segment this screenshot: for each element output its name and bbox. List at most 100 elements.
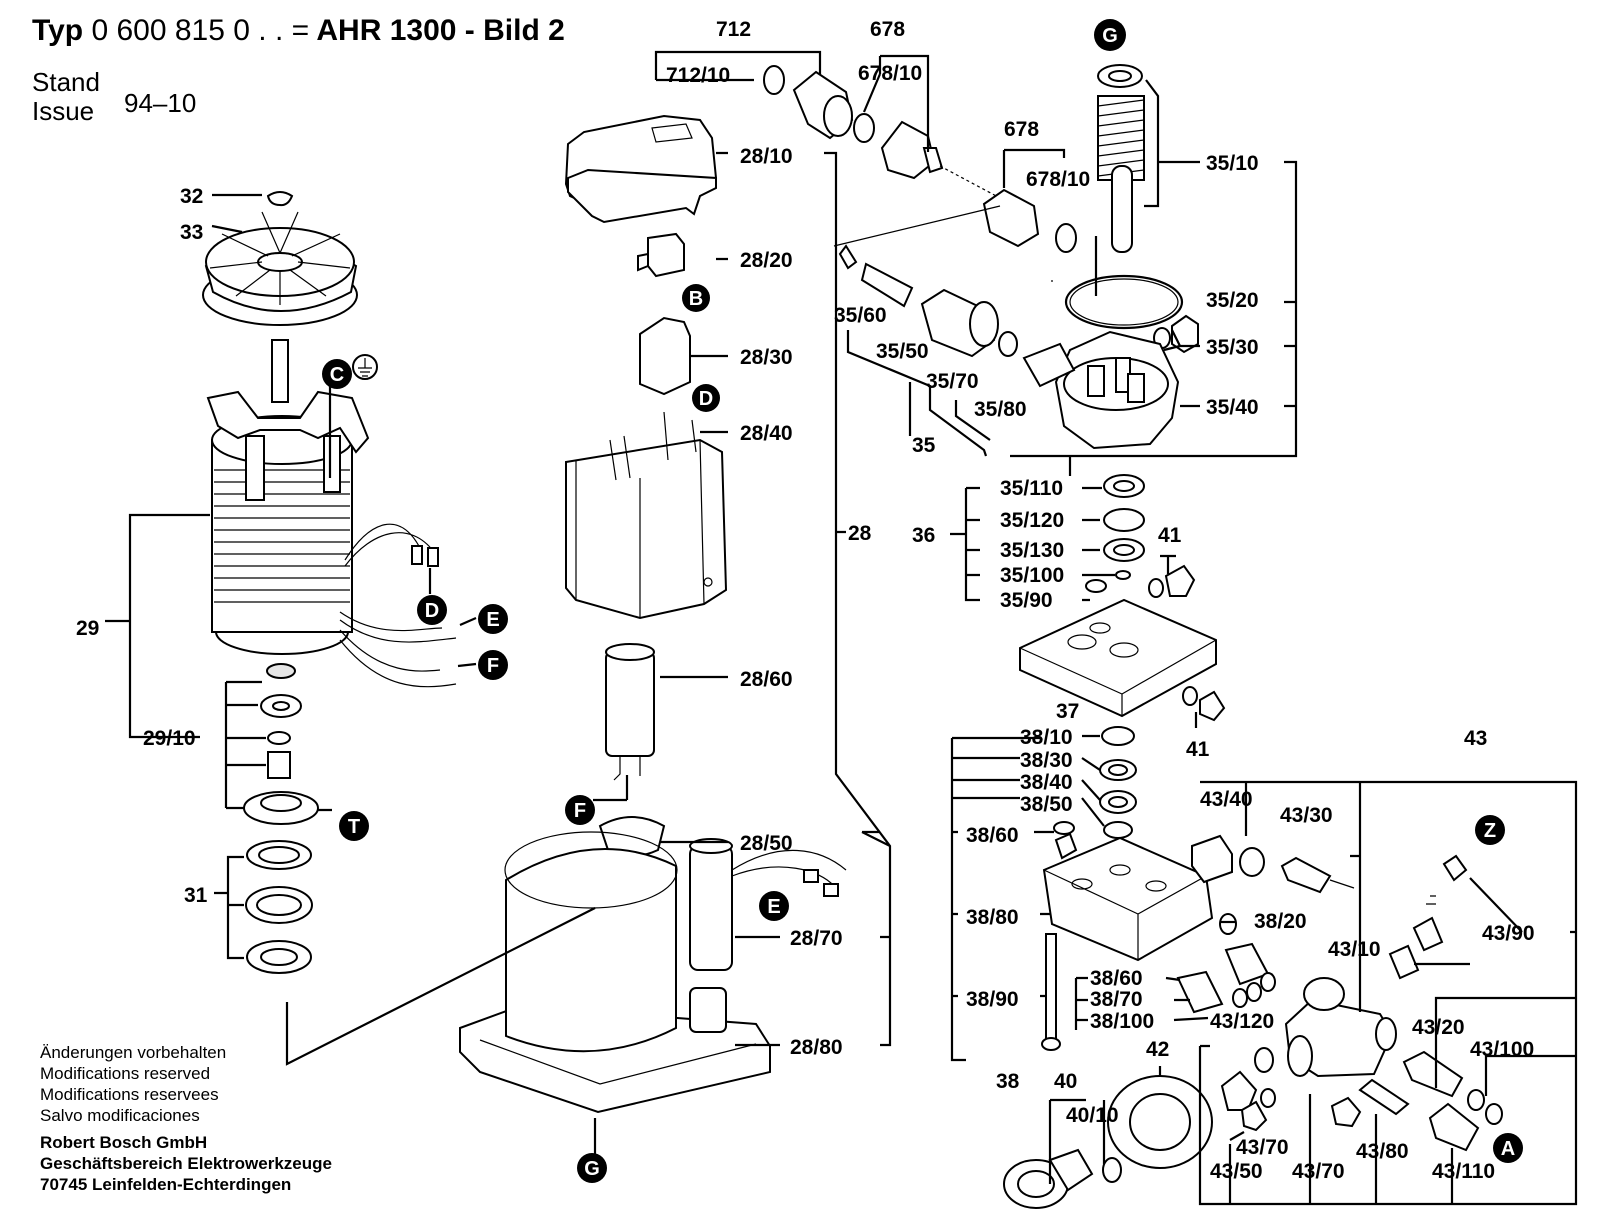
pump-body-drawing (950, 726, 1578, 1209)
label-38-90: 38/90 (966, 988, 1019, 1011)
label-36: 36 (912, 524, 935, 547)
svg-text:F: F (574, 800, 586, 822)
label-31: 31 (184, 884, 208, 907)
label-43-100: 43/100 (1470, 1038, 1534, 1061)
marker-t: T (339, 811, 369, 841)
svg-text:Z: Z (1484, 820, 1496, 842)
svg-text:T: T (348, 816, 360, 838)
label-678-10: 678/10 (1026, 168, 1090, 191)
part-labels: 32 33 29 29/10 31 712 712/10 678 678/10 … (76, 18, 1535, 1183)
label-35: 35 (912, 434, 936, 457)
issue-label: Issue (32, 96, 95, 126)
label-38-60-top: 38/60 (966, 824, 1019, 847)
label-35-100: 35/100 (1000, 564, 1064, 587)
label-29: 29 (76, 617, 99, 640)
label-43-10: 43/10 (1328, 938, 1381, 961)
marker-a: A (1493, 1133, 1523, 1163)
note-line: Modifications reservees (40, 1085, 219, 1104)
label-28-70: 28/70 (790, 927, 843, 950)
marker-g-top: G (1094, 19, 1126, 51)
issue-value: 94–10 (124, 88, 197, 118)
label-43-70-right: 43/70 (1292, 1160, 1345, 1183)
marker-c: C (322, 359, 352, 389)
label-43-50: 43/50 (1210, 1160, 1263, 1183)
svg-text:D: D (425, 600, 439, 622)
label-678-10-top: 678/10 (858, 62, 922, 85)
label-35-110: 35/110 (1000, 477, 1063, 500)
label-28-60: 28/60 (740, 668, 793, 691)
company-address: Robert Bosch GmbH Geschäftsbereich Elekt… (40, 1132, 332, 1195)
marker-d-motor: D (417, 595, 447, 625)
label-40: 40 (1054, 1070, 1077, 1093)
company-division: Geschäftsbereich Elektrowerkzeuge (40, 1154, 332, 1173)
label-35-40: 35/40 (1206, 396, 1259, 419)
label-38-60: 38/60 (1090, 967, 1143, 990)
modification-notes: Änderungen vorbehalten Modifications res… (40, 1042, 226, 1126)
label-43: 43 (1464, 727, 1487, 750)
label-38-80: 38/80 (966, 906, 1019, 929)
company-city: 70745 Leinfelden-Echterdingen (40, 1175, 292, 1194)
label-712-10: 712/10 (666, 64, 730, 87)
svg-text:E: E (486, 609, 499, 631)
motor-assembly-drawing (105, 191, 477, 974)
label-28: 28 (848, 522, 872, 545)
marker-e-electrics: E (759, 891, 789, 921)
label-35-20: 35/20 (1206, 289, 1259, 312)
svg-text:C: C (330, 364, 344, 386)
typ-number: 0 600 815 0 . . = (91, 14, 310, 47)
label-38-20: 38/20 (1254, 910, 1307, 933)
svg-text:A: A (1501, 1138, 1515, 1160)
stand-label: Stand (32, 67, 100, 97)
label-28-30: 28/30 (740, 346, 793, 369)
label-29-10: 29/10 (143, 727, 196, 750)
label-35-80: 35/80 (974, 398, 1027, 421)
note-line: Salvo modificaciones (40, 1106, 200, 1125)
label-43-120: 43/120 (1210, 1010, 1274, 1033)
label-43-110: 43/110 (1432, 1160, 1495, 1183)
label-38-30: 38/30 (1020, 749, 1073, 772)
label-28-20: 28/20 (740, 249, 793, 272)
page-title: Typ 0 600 815 0 . . = AHR 1300 - Bild 2 (32, 14, 565, 48)
reference-markers: G B C D D E F T F E G Z A (322, 19, 1523, 1183)
label-37: 37 (1056, 700, 1079, 723)
marker-b: B (682, 284, 710, 312)
label-38-10: 38/10 (1020, 726, 1073, 749)
label-41-top: 41 (1158, 524, 1182, 547)
pump-head-drawing (654, 50, 1298, 728)
label-42: 42 (1146, 1038, 1169, 1061)
label-35-30: 35/30 (1206, 336, 1259, 359)
note-line: Änderungen vorbehalten (40, 1043, 227, 1062)
label-38-70: 38/70 (1090, 988, 1143, 1011)
typ-word: Typ (32, 14, 84, 47)
label-35-70: 35/70 (926, 370, 979, 393)
marker-g-bottom: G (577, 1153, 607, 1183)
label-35-120: 35/120 (1000, 509, 1064, 532)
label-678-top: 678 (870, 18, 905, 41)
label-678: 678 (1004, 118, 1039, 141)
svg-text:D: D (699, 388, 713, 410)
label-40-10: 40/10 (1066, 1104, 1119, 1127)
label-43-40: 43/40 (1200, 788, 1253, 811)
label-43-20: 43/20 (1412, 1016, 1465, 1039)
label-38-40: 38/40 (1020, 771, 1073, 794)
label-712: 712 (716, 18, 751, 41)
svg-text:G: G (584, 1158, 600, 1180)
label-28-10: 28/10 (740, 145, 793, 168)
label-28-80: 28/80 (790, 1036, 843, 1059)
stand-issue-label: Stand Issue (32, 68, 100, 126)
marker-d-electrics: D (692, 384, 720, 412)
label-41-bottom: 41 (1186, 738, 1210, 761)
label-38: 38 (996, 1070, 1020, 1093)
label-33: 33 (180, 221, 203, 244)
svg-text:F: F (487, 655, 499, 677)
label-43-70-left: 43/70 (1236, 1136, 1289, 1159)
svg-text:G: G (1102, 25, 1118, 47)
marker-e-motor: E (478, 604, 508, 634)
label-32: 32 (180, 185, 203, 208)
electrics-assembly-drawing (285, 114, 892, 1162)
label-35-60: 35/60 (834, 304, 887, 327)
label-43-30: 43/30 (1280, 804, 1333, 827)
label-38-100: 38/100 (1090, 1010, 1154, 1033)
marker-z: Z (1475, 815, 1505, 845)
